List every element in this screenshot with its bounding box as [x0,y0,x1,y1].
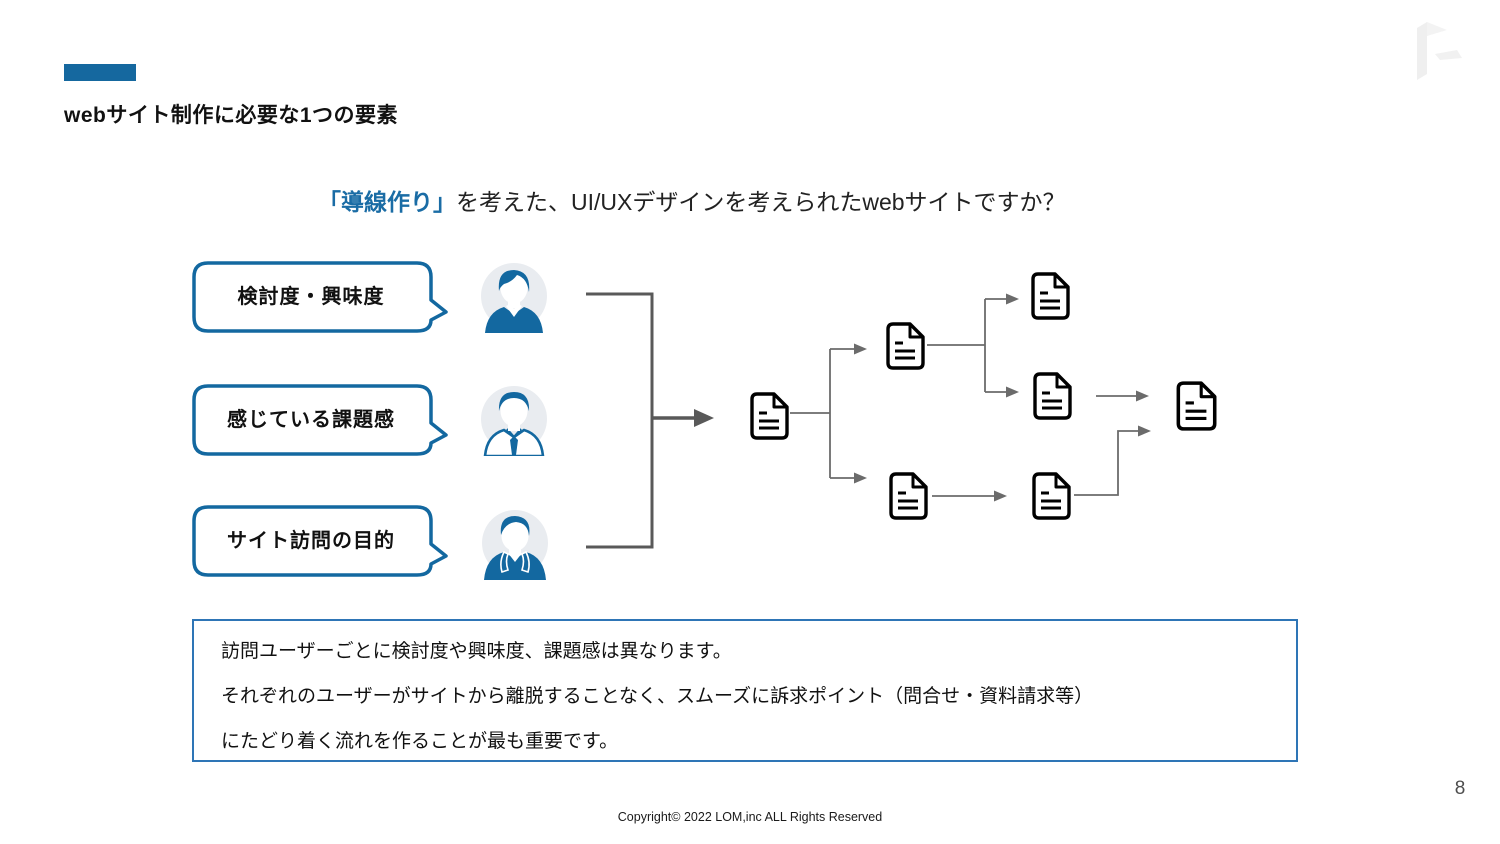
lead-question: 「導線作り」を考えた、UI/UXデザインを考えられたwebサイトですか？ [318,183,1066,217]
page-number: 8 [1454,778,1466,799]
note-line: 訪問ユーザーごとに検討度や興味度、課題感は異なります。 [221,641,732,662]
bubble-label: 検討度・興味度 [237,286,385,308]
lom-logo-watermark [1417,22,1462,80]
document-page-icon [886,322,925,370]
lead-rest: を考えた、UI/UXデザインを考えられたwebサイトですか？ [456,189,1066,215]
businessman-tie-icon [481,386,547,456]
copyright-footer: Copyright© 2022 LOM,inc ALL Rights Reser… [617,810,883,824]
document-page-icon [1032,472,1071,520]
note-line: それぞれのユーザーがサイトから離脱することなく、スムーズに訴求ポイント（問合せ・… [221,686,1094,707]
note-box: 訪問ユーザーごとに検討度や興味度、課題感は異なります。 それぞれのユーザーがサイ… [192,619,1298,762]
speech-bubble-shape [192,384,448,456]
document-page-icon [889,472,928,520]
document-page-icon [1031,272,1070,320]
note-line: にたどり着く流れを作ることが最も重要です。 [221,731,619,752]
bubble-purpose: サイト訪問の目的 [191,504,449,578]
title-accent-bar [64,64,136,81]
speech-bubble-shape [192,261,448,333]
bubble-consideration: 検討度・興味度 [191,260,449,334]
document-page-icon [1033,372,1072,420]
speech-bubble-shape [192,505,448,577]
lead-highlight: 「導線作り」 [318,189,456,215]
hoodie-user-icon [482,510,548,580]
slide-title: webサイト制作に必要な1つの要素 [64,104,399,127]
bubble-label: 感じている課題感 [227,409,395,431]
document-page-icon [1176,381,1217,431]
bubble-problem: 感じている課題感 [191,383,449,457]
young-man-icon [481,263,547,333]
bubble-label: サイト訪問の目的 [227,530,395,552]
document-page-icon [750,392,789,440]
